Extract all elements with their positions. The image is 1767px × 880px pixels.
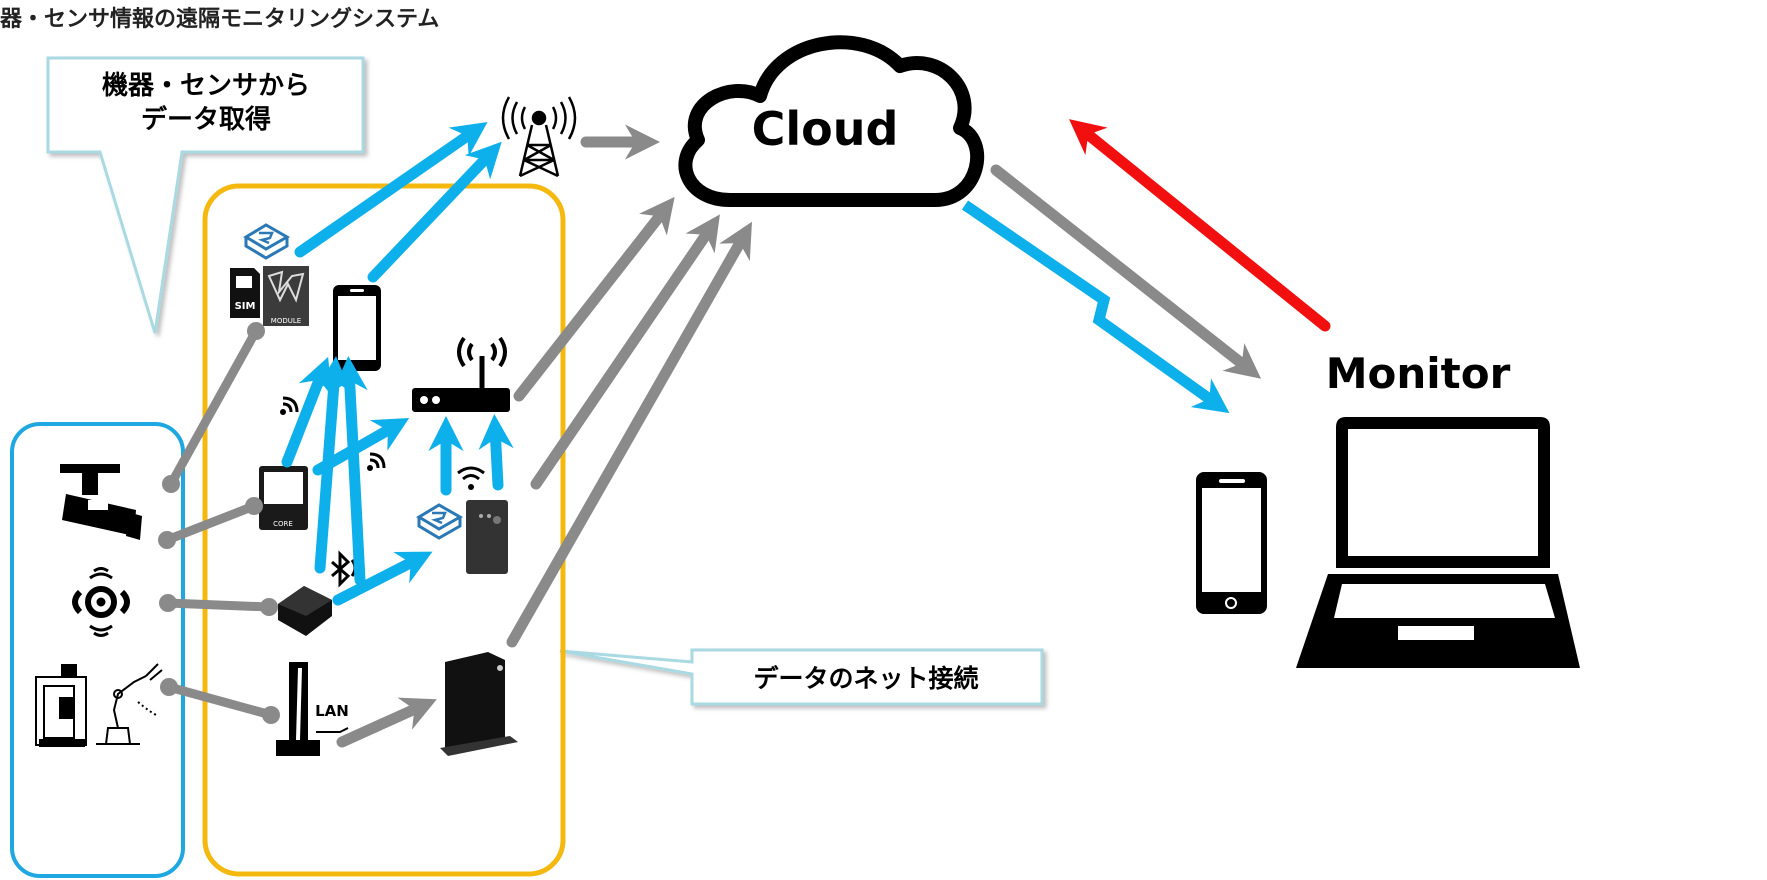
wifi-small-icon-1 (280, 396, 299, 415)
sensor-group-frame (10, 422, 185, 878)
sensor-box-icon (278, 586, 332, 636)
connector-dots (158, 322, 280, 724)
wifi-small-icon-2 (367, 452, 386, 471)
page-title: 器・センサ情報の遠隔モニタリングシステム (0, 6, 439, 32)
smartphone-gateway-icon (333, 285, 381, 371)
callout-data-acquisition: 機器・センサから データ取得 (46, 56, 365, 334)
callout-top-line2: データ取得 (141, 104, 271, 135)
cell-tower-icon (501, 96, 577, 178)
gateway-unit-icon (466, 500, 508, 574)
wifi-small-icon-3 (457, 466, 485, 490)
factory-machine-icon (35, 664, 87, 747)
robot-arm-icon (96, 663, 163, 745)
lan-outlet-icon: LAN (276, 662, 349, 756)
core-label: CORE (273, 520, 293, 528)
m5stack-cube-top-icon (243, 223, 291, 260)
lan-label: LAN (315, 702, 349, 720)
m5-core-device-icon: CORE (259, 466, 308, 530)
modem-icon (440, 652, 518, 756)
laptop-icon (1296, 417, 1580, 668)
module-label: MODULE (271, 317, 301, 325)
smartphone-monitor-icon (1196, 472, 1267, 614)
vibration-sensor-icon (72, 567, 130, 637)
cloud-icon: Cloud (678, 35, 985, 207)
callout-top-line1: 機器・センサから (102, 71, 310, 101)
blue-downlink-arrow (961, 200, 1230, 414)
sim-label: SIM (235, 301, 256, 312)
red-control-arrow (1069, 119, 1331, 332)
gateway-group-frame (202, 183, 566, 877)
m5stack-cube-bottom-icon (416, 503, 464, 540)
blue-wireless-arrows (281, 121, 514, 606)
callout-net-connection: データのネット接続 (559, 648, 1044, 706)
sim-card-icon: SIM (230, 268, 260, 318)
gray-uplink-arrows (336, 124, 1262, 748)
monitor-label: Monitor (1326, 349, 1511, 398)
security-camera-icon (60, 464, 142, 540)
cloud-label: Cloud (752, 102, 899, 156)
m5-module-icon: MODULE (263, 266, 309, 326)
router-icon (412, 336, 510, 412)
callout-bottom-text: データのネット接続 (753, 664, 978, 693)
wired-connections (162, 326, 276, 720)
